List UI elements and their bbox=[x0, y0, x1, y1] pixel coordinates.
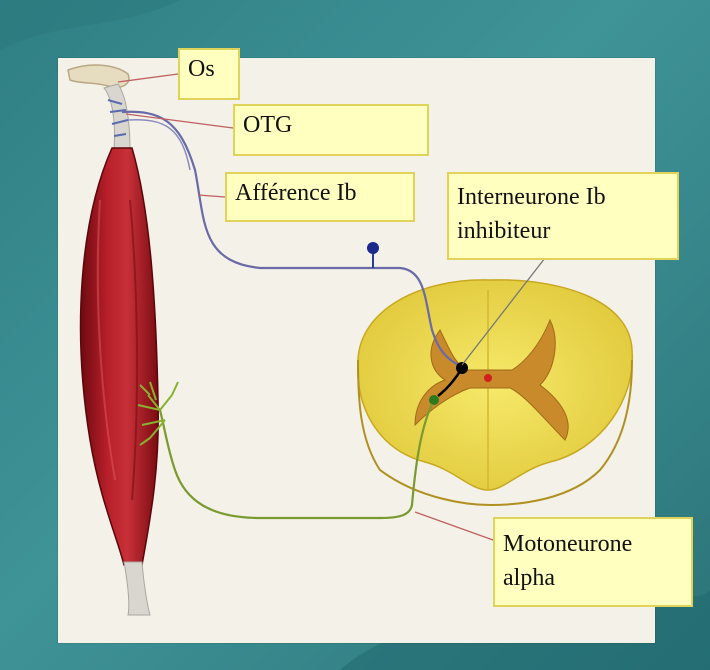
label-otg-text: OTG bbox=[243, 112, 292, 138]
pointer-motoneurone bbox=[415, 512, 493, 540]
label-afference-text: Afférence Ib bbox=[235, 180, 356, 206]
afferent-ganglion-dot bbox=[367, 242, 379, 254]
lower-tendon bbox=[124, 562, 150, 615]
motoneuron-body bbox=[429, 395, 439, 405]
muscle bbox=[81, 148, 159, 565]
label-motoneurone-line2: alpha bbox=[503, 561, 683, 595]
label-os-text: Os bbox=[188, 56, 215, 82]
label-motoneurone: Motoneurone alpha bbox=[493, 517, 693, 607]
label-interneurone-line2: inhibiteur bbox=[457, 214, 669, 248]
label-interneurone: Interneurone Ib inhibiteur bbox=[447, 172, 679, 260]
label-otg: OTG bbox=[233, 104, 429, 156]
label-motoneurone-line1: Motoneurone bbox=[503, 527, 683, 561]
interneuron-body bbox=[456, 362, 468, 374]
upper-tendon bbox=[104, 84, 130, 150]
label-os: Os bbox=[178, 48, 240, 100]
label-afference: Afférence Ib bbox=[225, 172, 415, 222]
pointer-otg bbox=[126, 114, 233, 128]
label-interneurone-line1: Interneurone Ib bbox=[457, 180, 669, 214]
bone bbox=[68, 65, 129, 87]
pointer-afference bbox=[198, 195, 225, 197]
